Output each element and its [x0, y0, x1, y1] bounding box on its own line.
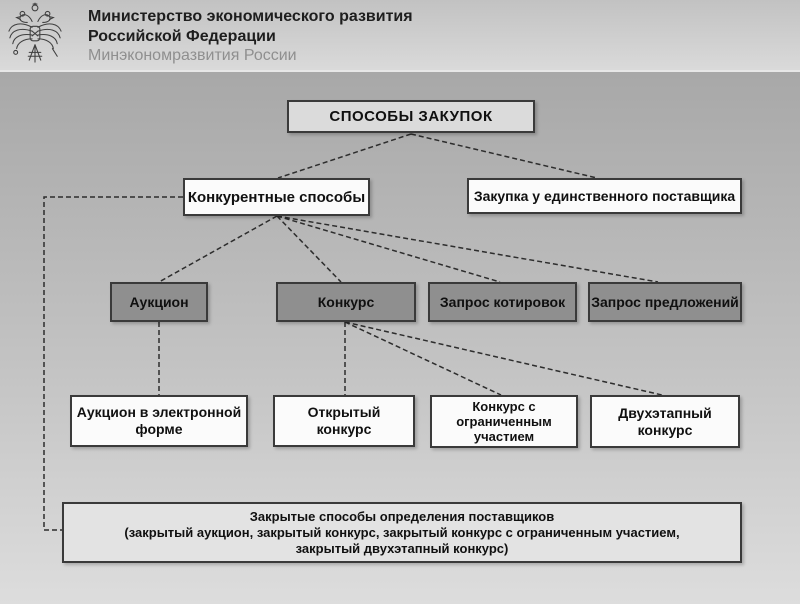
node-closed-methods: Закрытые способы определения поставщиков…	[62, 502, 742, 563]
node-open-tender: Открытый конкурс	[273, 395, 415, 447]
ministry-name-line2: Российской Федерации	[88, 28, 276, 45]
node-quotation-request: Запрос котировок	[428, 282, 577, 322]
node-tender: Конкурс	[276, 282, 416, 322]
russian-coat-of-arms-icon	[8, 2, 62, 63]
ministry-name-line1: Министерство экономического развития	[88, 8, 413, 25]
node-label: СПОСОБЫ ЗАКУПОК	[329, 108, 493, 125]
node-label: Аукцион в электронной форме	[76, 404, 242, 437]
node-auction: Аукцион	[110, 282, 208, 322]
closed-methods-line2: (закрытый аукцион, закрытый конкурс, зак…	[124, 524, 680, 540]
node-competitive-methods: Конкурентные способы	[183, 178, 370, 216]
node-electronic-auction: Аукцион в электронной форме	[70, 395, 248, 447]
node-label: Запрос котировок	[439, 294, 566, 310]
node-label: Конкурентные способы	[187, 188, 366, 206]
closed-methods-line1: Закрытые способы определения поставщиков	[249, 508, 555, 524]
node-label: Запрос предложений	[591, 294, 739, 310]
node-procurement-methods: СПОСОБЫ ЗАКУПОК	[287, 100, 535, 133]
node-label: Конкурс	[317, 294, 375, 310]
node-label: Конкурс с ограниченным участием	[456, 399, 552, 444]
node-label: Аукцион	[129, 294, 189, 310]
node-label: Открытый конкурс	[307, 404, 381, 437]
node-two-stage-tender: Двухэтапный конкурс	[590, 395, 740, 448]
closed-methods-line3: закрытый двухэтапный конкурс)	[295, 540, 509, 556]
node-single-supplier-purchase: Закупка у единственного поставщика	[467, 178, 742, 214]
ministry-short-name: Минэкономразвития России	[88, 47, 297, 64]
node-limited-participation-tender: Конкурс с ограниченным участием	[430, 395, 578, 448]
node-label: Двухэтапный конкурс	[618, 404, 712, 438]
node-label: Закупка у единственного поставщика	[473, 188, 736, 204]
node-proposal-request: Запрос предложений	[588, 282, 742, 322]
